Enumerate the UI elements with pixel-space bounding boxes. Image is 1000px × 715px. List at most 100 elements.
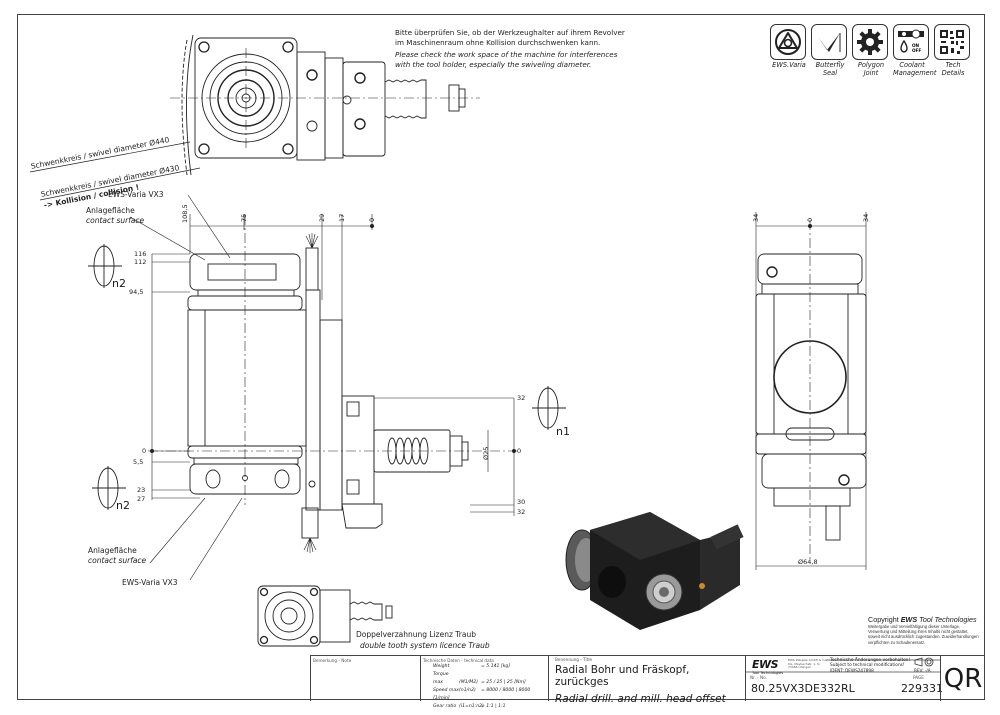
ews-varia-label-bottom: EWS-Varia VX3 [122, 578, 178, 587]
contact-surface-label-top-de: Anlagefläche [86, 206, 135, 215]
dim-right-0: 0 [517, 447, 522, 455]
dim-spindle-diameter: Ø25 [482, 446, 490, 460]
tech-row-weight: Weight= 5.141 [kg] [433, 664, 511, 669]
icon-caption-2: Details [941, 68, 965, 77]
dim-top-17: 17 [338, 213, 346, 222]
page-number: 229331 [901, 682, 943, 695]
dim-left-27: 27 [137, 495, 146, 503]
copyright-brand: EWS [900, 615, 918, 624]
contact-surface-label-top-en: contact surface [86, 216, 145, 225]
tech-row-speed: Speed max(n1/n2)= 8000 / 8000 | 8000 [1/… [433, 688, 531, 701]
title-block: Bemerkung - Note Technische Daten - tech… [310, 655, 985, 709]
qr-code-icon[interactable] [934, 24, 970, 60]
feature-ews-varia: EWS.Varia [770, 24, 808, 77]
rotation-n2-bottom-label: n2 [116, 499, 130, 512]
dim-left-0: 0 [142, 447, 147, 455]
double-tooth-label-en: double tooth system licence Traub [360, 641, 490, 650]
revision: REV: -/A [914, 668, 931, 673]
dim-side-34-left: 34 [752, 213, 760, 222]
part-number: 80.25VX3DE332RL [751, 682, 855, 695]
contact-surface-label-bottom-en: contact surface [88, 556, 147, 565]
warning-de-line2: im Maschinenraum ohne Kollision durchsch… [395, 38, 601, 47]
contact-surface-label-bottom-de: Anlagefläche [88, 546, 137, 555]
dim-left-112: 112 [134, 258, 147, 266]
company-cell: EWS Tool Technologies EWS Weigele GmbH &… [745, 656, 943, 701]
icon-caption: Coolant [899, 61, 925, 69]
coolant-off-text: OFF [912, 48, 921, 53]
rotation-n1-label: n1 [556, 425, 570, 438]
dim-left-116: 116 [134, 250, 147, 258]
dim-top-108-5: 108,5 [181, 204, 189, 223]
drawing-frame [17, 14, 985, 700]
dim-right-32-bottom: 32 [517, 508, 526, 516]
dim-side-diameter: Ø64,8 [798, 558, 818, 566]
copyright-text: Weitergabe und Vervielfältigung dieser U… [868, 624, 979, 645]
double-tooth-label-de: Doppelverzahnung Lizenz Traub [356, 630, 476, 639]
rotation-symbols [88, 244, 566, 510]
icon-caption: Polygon [857, 61, 885, 69]
product-3d-render [565, 512, 744, 630]
polygon-joint-icon [852, 24, 888, 60]
dim-left-94-5: 94,5 [129, 288, 144, 296]
dim-side-0: 0 [806, 217, 814, 222]
tech-data-label: Technische Daten - technical data [423, 658, 494, 663]
remark-cell: Bemerkung - Note [310, 656, 420, 701]
drawing-title-en: Radial drill. and mill. head offset [555, 693, 726, 705]
copyright-prefix: Copyright [868, 615, 901, 624]
warning-de-line1: Bitte überprüfen Sie, ob der Werkzeughal… [395, 28, 625, 37]
dimension-ticks [150, 224, 812, 453]
dim-left-23: 23 [137, 486, 146, 494]
dim-side-34-right: 34 [862, 213, 870, 222]
warning-en-line2: with the tool holder, especially the swi… [395, 60, 592, 69]
icon-caption-2: Seal [822, 68, 838, 77]
icon-caption: EWS.Varia [772, 61, 806, 69]
title-block-lines [745, 659, 940, 673]
ews-varia-icon [770, 24, 806, 60]
qr-cell: QR [940, 656, 985, 701]
copyright-suffix: Tool Technologies [917, 615, 977, 624]
designation-cell: Benennung - Title Radial Bohr und Fräsko… [548, 656, 745, 705]
coolant-on-text: ON [912, 43, 920, 48]
butterfly-seal-icon [811, 24, 847, 60]
front-view [148, 215, 520, 553]
number-label: Nr. - No. [750, 675, 767, 680]
dim-right-30: 30 [517, 498, 526, 506]
copyright-notice: Copyright EWS Tool Technologies Weiterga… [868, 615, 980, 645]
tech-row-gear-ratio: Gear ratio(i1=n1:n2)= 1:1 | 1:1 [433, 704, 506, 709]
top-view [170, 34, 480, 176]
dim-left-5-5: 5,5 [133, 458, 144, 466]
ews-logo: EWS Tool Technologies [752, 658, 784, 675]
icon-caption: Tech [945, 61, 961, 69]
swivel-warning-note: Bitte überprüfen Sie, ob der Werkzeughal… [395, 28, 625, 70]
drawing-title-de: Radial Bohr und Fräskopf, zurückges [555, 664, 690, 688]
technical-data-cell: Technische Daten - technical data Weight… [420, 656, 548, 709]
change-note: Technische Änderungen vorbehalten!Subjec… [830, 658, 911, 668]
projection-symbol-icon [914, 657, 936, 669]
page-label: PAGE [913, 675, 924, 680]
icon-caption-2: Management [893, 68, 937, 77]
dim-top-75: 75 [240, 213, 248, 222]
dim-top-29: 29 [318, 213, 326, 222]
rotation-n2-top-label: n2 [112, 277, 126, 290]
bottom-view [257, 585, 393, 647]
warning-en-line1: Please check the work space of the machi… [395, 50, 618, 59]
dim-top-0: 0 [368, 217, 376, 222]
ident-number: IDENT: DEWS247898 [830, 668, 874, 673]
side-view [755, 212, 867, 570]
dim-right-32-top: 32 [517, 394, 526, 402]
remark-label: Bemerkung - Note [313, 658, 352, 663]
icon-caption-2: Joint [863, 68, 879, 77]
icon-caption: Butterfly [815, 61, 845, 69]
qr-label: QR [943, 663, 983, 694]
designation-label: Benennung - Title [555, 657, 593, 662]
company-address: EWS Weigele GmbH & Co. KG, Maybachstr. 1… [788, 658, 828, 670]
tech-row-torque: Torque max(M1/M2)= 25 / 25 | 25 [Nm] [433, 672, 526, 685]
ews-varia-label-top: EWS-Varia VX3 [108, 190, 164, 199]
